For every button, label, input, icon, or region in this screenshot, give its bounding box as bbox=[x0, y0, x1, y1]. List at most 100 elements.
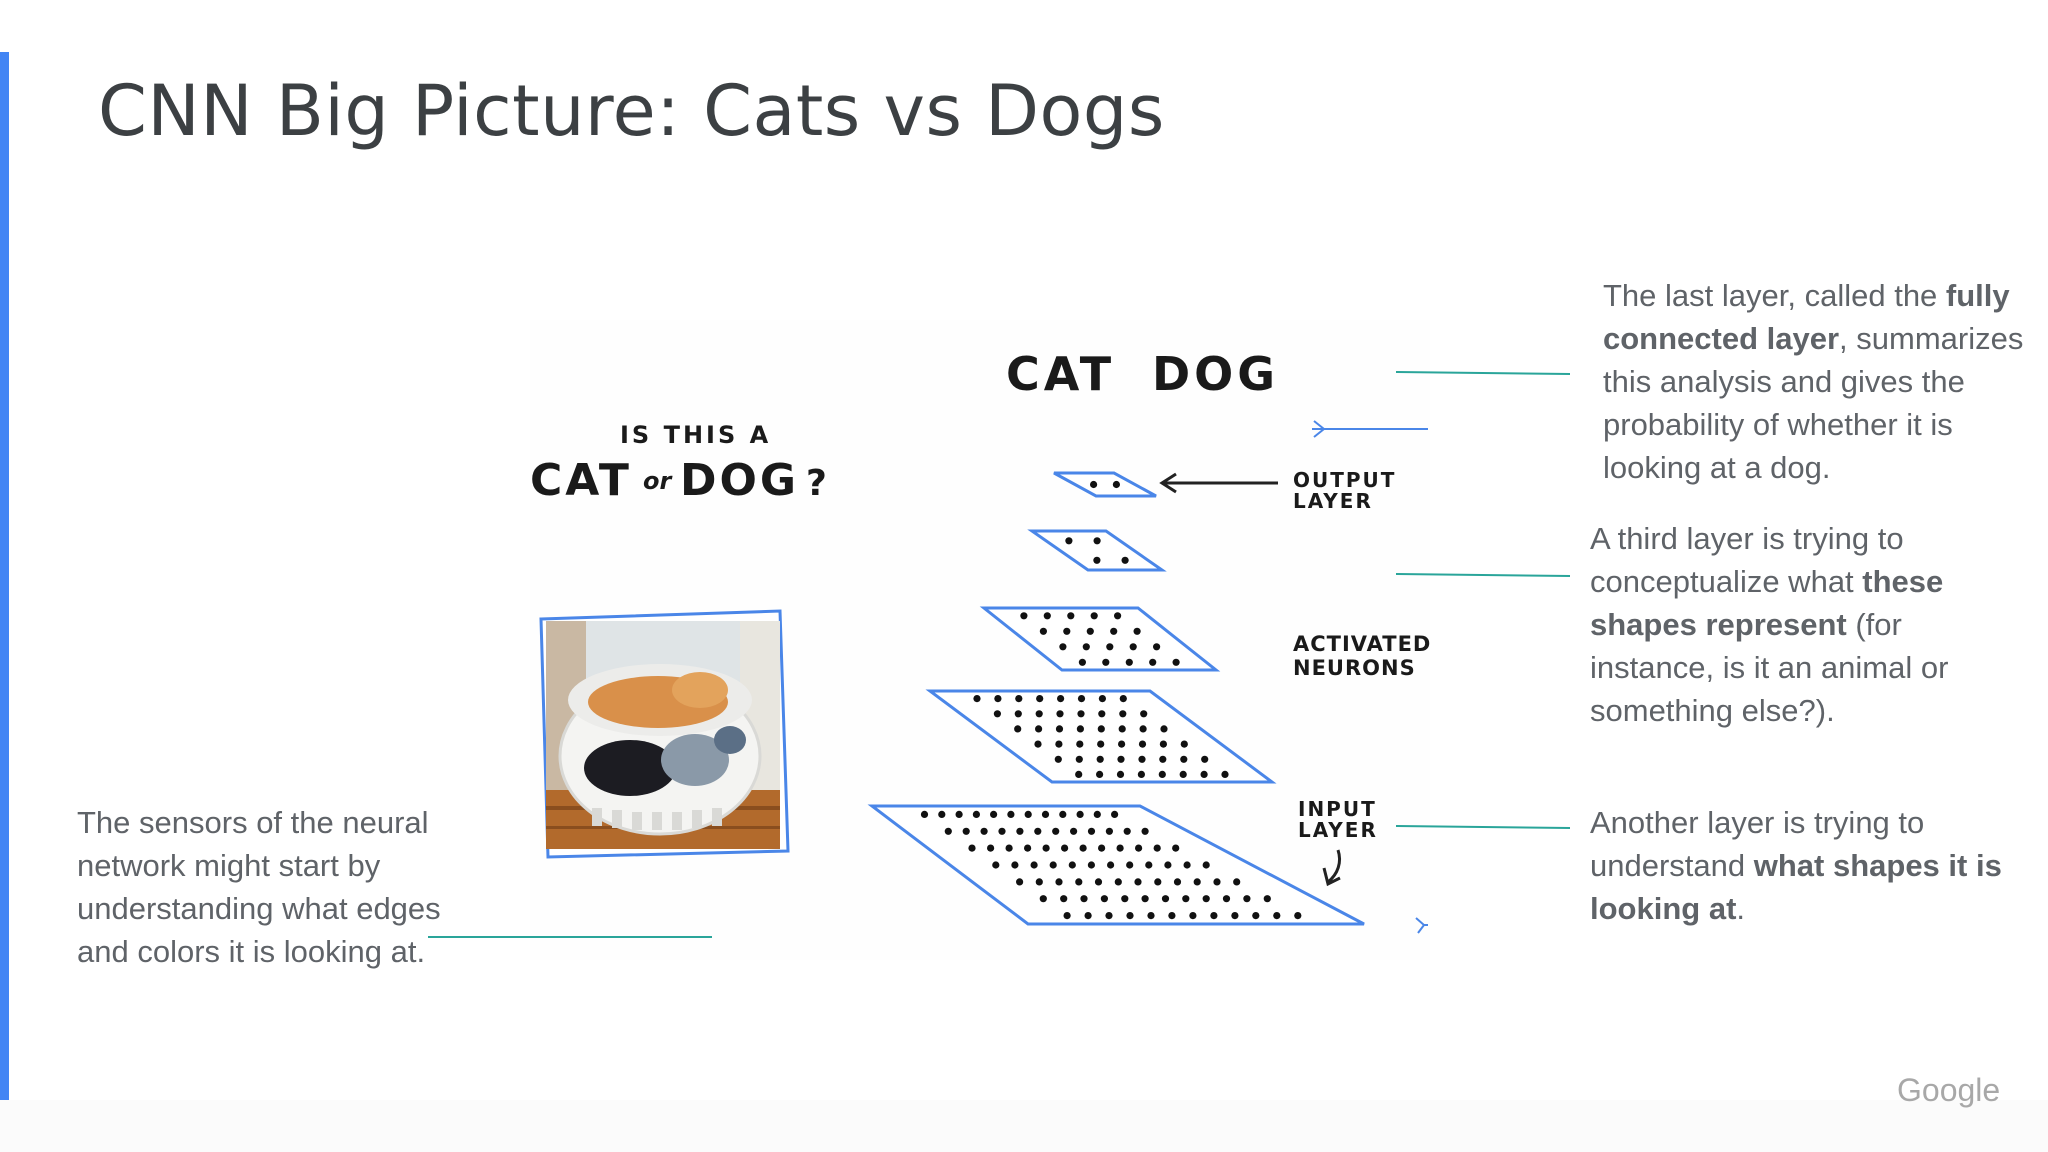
neuron-dot bbox=[1054, 755, 1062, 763]
neuron-dot bbox=[1273, 912, 1281, 920]
neuron-dot bbox=[1043, 612, 1051, 620]
neuron-dot bbox=[1161, 895, 1170, 903]
neuron-dot bbox=[1042, 844, 1050, 852]
caption-text: Another layer is trying to understand bbox=[1590, 805, 1925, 883]
neuron-dot bbox=[1294, 912, 1302, 920]
neuron-dot bbox=[1049, 861, 1057, 869]
neuron-dot bbox=[972, 810, 981, 819]
neuron-dot bbox=[1084, 912, 1092, 920]
neuron-dot bbox=[1154, 878, 1162, 886]
neuron-dot bbox=[1119, 710, 1127, 718]
cat-basket-photo bbox=[539, 609, 790, 859]
neuron-dot bbox=[1076, 810, 1084, 819]
neuron-dot bbox=[1024, 810, 1032, 819]
neuron-dot bbox=[1172, 844, 1180, 852]
input-curved-arrow-icon bbox=[1322, 849, 1342, 887]
neuron-dot bbox=[962, 827, 970, 835]
neuron-dot bbox=[1111, 810, 1119, 819]
caption-sensors: The sensors of the neural network might … bbox=[77, 801, 457, 973]
neuron-dot bbox=[1060, 895, 1068, 903]
neuron-dot bbox=[1005, 844, 1013, 852]
caption-text: (for instance, is it an animal or someth… bbox=[1590, 607, 1949, 728]
caption-text: The last layer, called the bbox=[1603, 278, 1946, 313]
neuron-dot bbox=[1055, 740, 1063, 748]
question-small-text: IS THIS A bbox=[620, 421, 771, 449]
neuron-dot bbox=[1210, 912, 1218, 920]
neuron-dot bbox=[1133, 627, 1141, 635]
neuron-dot bbox=[1039, 627, 1047, 635]
caption-emphasis: fully connected layer bbox=[1603, 278, 2010, 356]
neuron-dot bbox=[1159, 740, 1167, 748]
output-layer-label-2: LAYER bbox=[1293, 489, 1373, 513]
input-layer-label-2: LAYER bbox=[1298, 818, 1378, 842]
neuron-dot bbox=[1112, 480, 1120, 489]
output-dog-text: DOG bbox=[1152, 347, 1279, 401]
neuron-dot bbox=[1129, 643, 1137, 651]
neuron-dot bbox=[1079, 844, 1087, 852]
neuron-dot bbox=[1063, 912, 1071, 920]
neuron-dot bbox=[994, 695, 1002, 703]
question-dog-text: DOG bbox=[680, 455, 799, 506]
neuron-dot bbox=[1172, 658, 1180, 666]
neuron-dot bbox=[1153, 643, 1161, 651]
neuron-dot bbox=[1093, 556, 1101, 564]
neuron-dot bbox=[968, 844, 976, 852]
neuron-dot bbox=[1034, 827, 1042, 835]
question-or-text: or bbox=[643, 467, 673, 495]
neuron-dot bbox=[1173, 878, 1182, 886]
neuron-dot bbox=[1200, 770, 1208, 779]
activated-label-2: NEURONS bbox=[1293, 656, 1416, 680]
caption-text: A third layer is trying to conceptualize… bbox=[1590, 521, 1904, 599]
neuron-dot bbox=[1077, 710, 1085, 718]
neuron-dot bbox=[1014, 725, 1022, 733]
accent-bar bbox=[0, 52, 9, 1100]
neuron-dot bbox=[1160, 725, 1168, 733]
neuron-dot bbox=[1093, 810, 1101, 819]
neuron-dot bbox=[1125, 658, 1133, 666]
neuron-dot bbox=[1070, 827, 1078, 835]
neuron-dot bbox=[1068, 861, 1076, 869]
neuron-dot bbox=[1039, 895, 1047, 903]
neuron-dot bbox=[1055, 878, 1063, 886]
neuron-dot bbox=[1078, 658, 1086, 666]
neuron-dot bbox=[990, 810, 998, 819]
neuron-dot bbox=[944, 827, 952, 835]
neuron-dot bbox=[1030, 861, 1038, 869]
activated-label-1: ACTIVATED bbox=[1293, 632, 1431, 656]
neuron-dot bbox=[1094, 878, 1103, 886]
google-logo: Google bbox=[1897, 1072, 2001, 1108]
neuron-dot bbox=[1141, 827, 1149, 835]
neuron-dot bbox=[1252, 912, 1260, 920]
neuron-dot bbox=[1061, 844, 1069, 852]
caption-emphasis: these shapes represent bbox=[1590, 564, 1944, 642]
neuron-dot bbox=[1145, 861, 1153, 869]
neuron-dot bbox=[1067, 612, 1075, 620]
neuron-dot bbox=[1057, 695, 1065, 703]
neuron-dot bbox=[1011, 861, 1019, 869]
neuron-dot bbox=[1222, 895, 1231, 903]
neuron-dot bbox=[1119, 695, 1127, 703]
neuron-dot bbox=[1098, 844, 1106, 852]
neuron-dot bbox=[1034, 740, 1042, 748]
neuron-dot bbox=[1075, 755, 1083, 763]
output-cat-text: CAT bbox=[1006, 347, 1115, 401]
neuron-dot bbox=[1075, 878, 1083, 886]
neuron-dot bbox=[1121, 895, 1129, 903]
neuron-dot bbox=[1164, 861, 1172, 869]
neuron-dot bbox=[1052, 827, 1060, 835]
neuron-dot bbox=[1093, 537, 1101, 545]
neuron-dot bbox=[1100, 895, 1108, 903]
neuron-dot bbox=[1202, 895, 1210, 903]
neuron-dot bbox=[920, 810, 929, 819]
neuron-dot bbox=[1263, 895, 1271, 903]
neuron-dot bbox=[1141, 895, 1149, 903]
neuron-dot bbox=[1080, 895, 1088, 903]
neuron-dot bbox=[1189, 912, 1197, 920]
neuron-dot bbox=[1096, 755, 1104, 763]
neuron-dot bbox=[1015, 695, 1023, 703]
neuron-dot bbox=[1118, 740, 1126, 748]
neuron-dot bbox=[1137, 770, 1145, 779]
neuron-dot bbox=[1086, 627, 1094, 635]
neuron-dot bbox=[1231, 912, 1239, 920]
top-arrow-icon bbox=[1312, 420, 1428, 438]
